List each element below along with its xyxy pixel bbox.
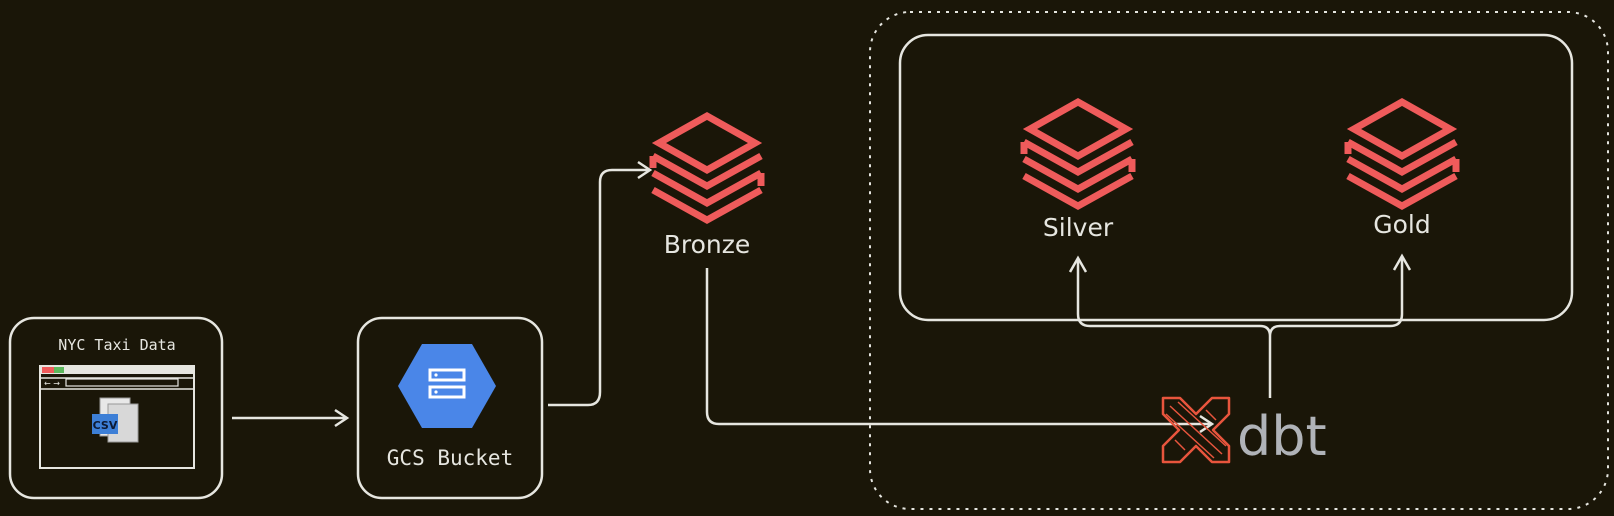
bronze-layer-icon [653,116,761,220]
bronze-label: Bronze [664,230,751,259]
gold-layer-icon [1348,102,1456,206]
gold-label: Gold [1373,210,1430,239]
gcs-bucket-icon [398,344,496,428]
svg-text:← →: ← → [44,379,60,388]
bucket-label: GCS Bucket [387,446,513,470]
bucket-box[interactable] [356,316,544,500]
arrow-bucket-to-bronze [548,168,648,407]
csv-badge: CSV [93,419,118,432]
silver-layer-icon [1024,102,1132,206]
source-box[interactable] [8,316,224,500]
dbt-label: dbt [1237,405,1327,468]
csv-file-icon [92,397,139,443]
browser-window-icon: ← → [39,365,195,469]
dbt-boundary [869,11,1609,510]
source-label: NYC Taxi Data [58,336,175,354]
arrow-bronze-to-dbt [705,268,1210,426]
silver-label: Silver [1043,213,1114,242]
arrow-dbt-fork [1076,258,1404,398]
warehouse-box [898,33,1574,322]
dbt-logo-icon [1161,396,1231,464]
